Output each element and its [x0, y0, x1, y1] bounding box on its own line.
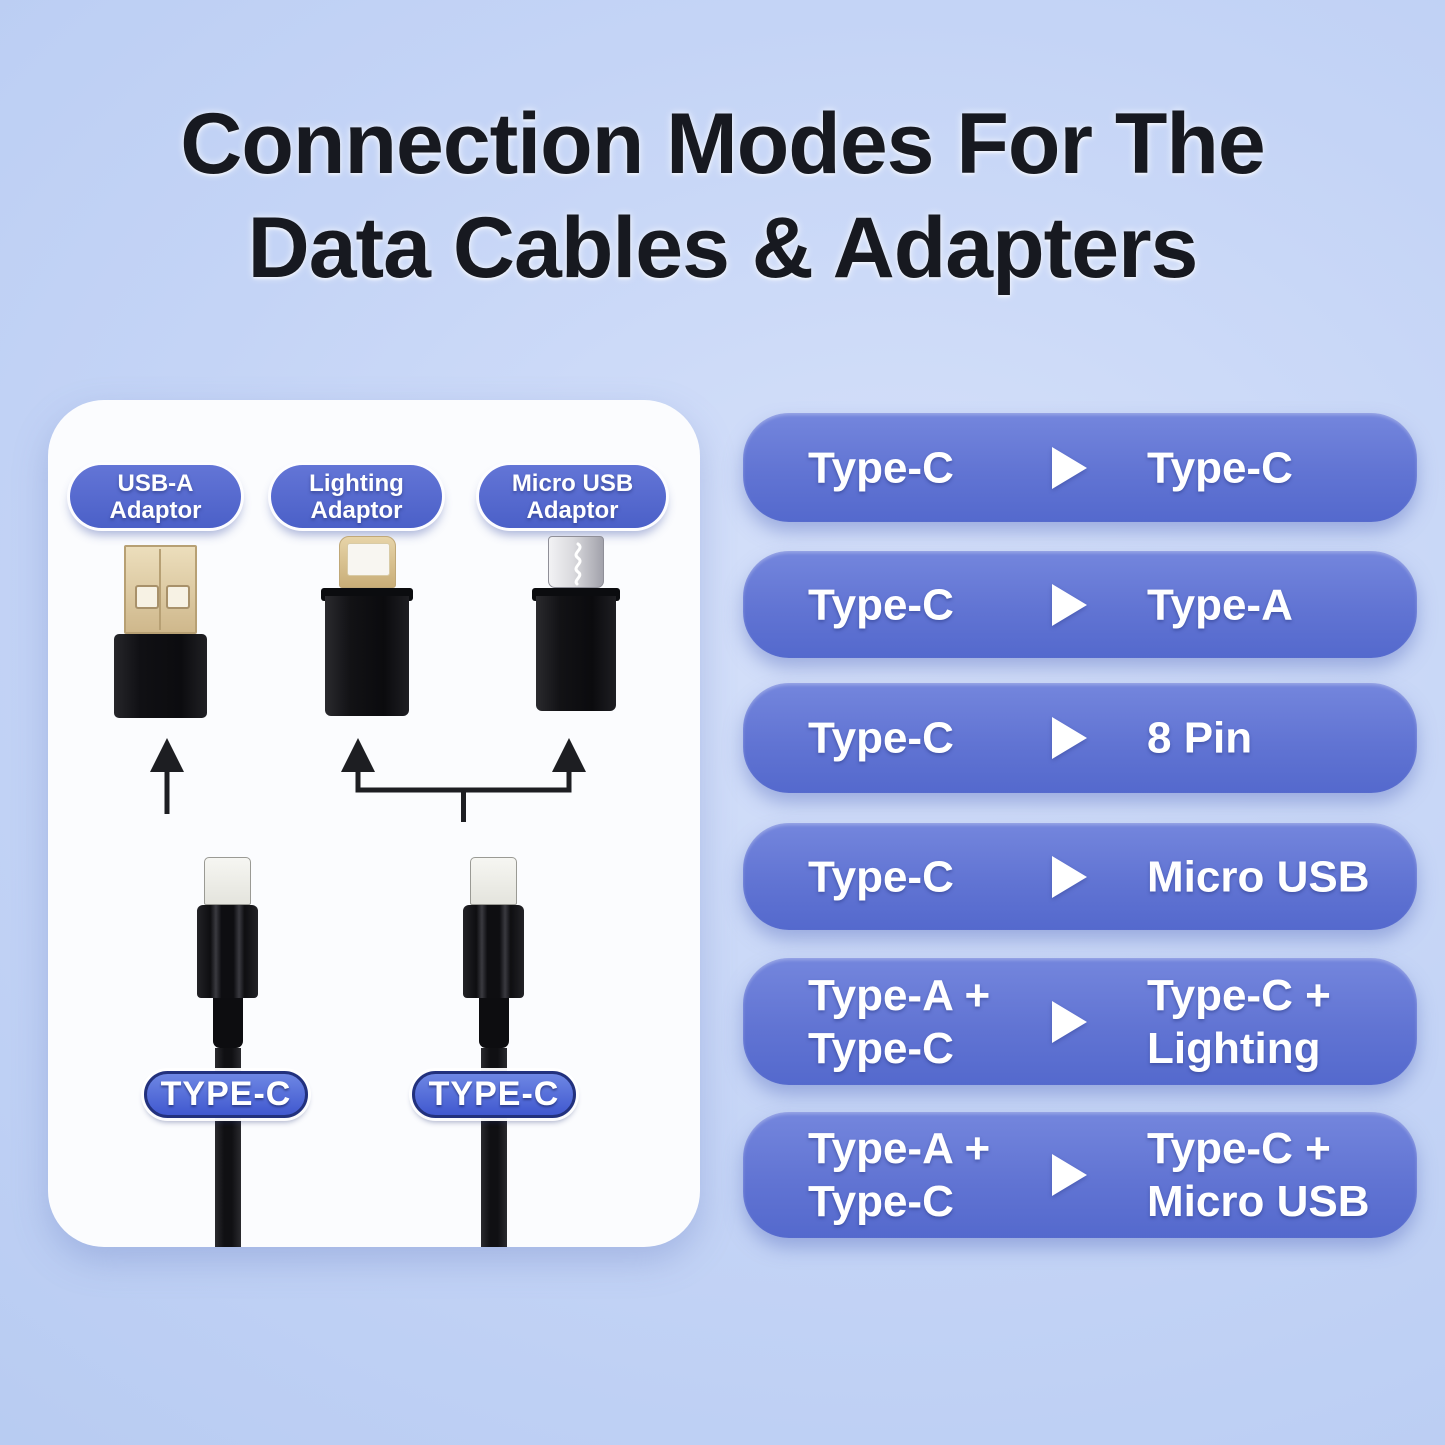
arrows-graphic	[150, 738, 586, 822]
mode-row-typea-typec-to-typec-lightning: Type-A + Type-C Type-C + Lighting	[743, 958, 1417, 1085]
mode-source: Type-C	[808, 852, 954, 901]
arrow-up-icon	[150, 738, 184, 772]
triangle-right-icon	[1052, 583, 1087, 626]
usb-a-plug-hole	[135, 585, 159, 609]
usb-a-adaptor-label-line2: Adaptor	[109, 496, 202, 524]
lightning-adaptor-label-line1: Lighting	[309, 469, 404, 497]
lightning-adaptor-label-line2: Adaptor	[310, 496, 403, 524]
mode-source: Type-C	[808, 443, 954, 492]
micro-usb-adaptor-label: Micro USB Adaptor	[479, 465, 666, 528]
usb-a-plug-image	[124, 545, 197, 634]
mode-target: Type-A	[1147, 580, 1293, 629]
micro-usb-adaptor-label-line1: Micro USB	[511, 469, 634, 497]
usb-a-plug-hole	[166, 585, 190, 609]
usb-a-adaptor-label-line1: USB-A	[117, 469, 194, 497]
mode-source: Type-C	[808, 580, 954, 629]
micro-usb-adaptor-body-image	[536, 596, 616, 711]
mode-source: Type-A + Type-C	[808, 1124, 991, 1226]
micro-usb-adaptor-label-line2: Adaptor	[526, 496, 619, 524]
mode-target: Micro USB	[1147, 852, 1370, 901]
type-c-cable-tag-text: TYPE-C	[160, 1075, 292, 1113]
adapters-panel: USB-A Adaptor Lighting Adaptor Micro USB…	[48, 400, 700, 1247]
triangle-right-icon	[1052, 855, 1087, 898]
type-c-connector-body-image	[463, 905, 524, 998]
mode-source: Type-C	[808, 713, 954, 763]
page-title: Connection Modes For The Data Cables & A…	[0, 92, 1445, 300]
mode-row-typec-to-microusb: Type-C Micro USB	[743, 823, 1417, 930]
mode-row-typec-to-typea: Type-C Type-A	[743, 551, 1417, 658]
mode-target: 8 Pin	[1147, 713, 1253, 763]
triangle-right-icon	[1052, 1000, 1087, 1043]
triangle-right-icon	[1052, 1154, 1087, 1196]
usb-a-adaptor-label: USB-A Adaptor	[70, 465, 241, 528]
usb-a-adaptor-body-image	[114, 634, 207, 718]
mode-target: Type-C + Lighting	[1147, 970, 1331, 1073]
triangle-right-icon	[1052, 717, 1087, 759]
type-c-connector-body-image	[197, 905, 258, 998]
type-c-cable-neck-image	[479, 998, 509, 1048]
mode-row-typec-to-typec: Type-C Type-C	[743, 413, 1417, 522]
lightning-adaptor-label: Lighting Adaptor	[271, 465, 442, 528]
mode-source: Type-A + Type-C	[808, 970, 991, 1073]
fork-arrow-icon	[355, 770, 572, 793]
mode-target: Type-C	[1147, 443, 1293, 492]
type-c-connector-tip-image	[204, 857, 251, 905]
arrow-up-icon	[341, 738, 375, 772]
micro-usb-plug-squiggle	[574, 542, 582, 586]
micro-usb-plug-image	[548, 536, 604, 588]
lightning-plug-image	[339, 536, 396, 588]
triangle-right-icon	[1052, 446, 1087, 489]
type-c-cable-tag: TYPE-C	[144, 1071, 308, 1118]
mode-row-typec-to-8pin: Type-C 8 Pin	[743, 683, 1417, 793]
type-c-cable-tag-text: TYPE-C	[428, 1075, 560, 1113]
page-title-line1: Connection Modes For The	[180, 96, 1265, 192]
lightning-adaptor-body-image	[325, 596, 409, 716]
page-title-line2: Data Cables & Adapters	[247, 200, 1199, 296]
arrow-up-icon	[552, 738, 586, 772]
mode-row-typea-typec-to-typec-microusb: Type-A + Type-C Type-C + Micro USB	[743, 1112, 1417, 1238]
type-c-cable-neck-image	[213, 998, 243, 1048]
lightning-plug-face	[347, 543, 390, 576]
usb-a-plug-seam	[159, 549, 161, 630]
mode-target: Type-C + Micro USB	[1147, 1124, 1370, 1226]
type-c-connector-tip-image	[470, 857, 517, 905]
type-c-cable-tag: TYPE-C	[412, 1071, 576, 1118]
